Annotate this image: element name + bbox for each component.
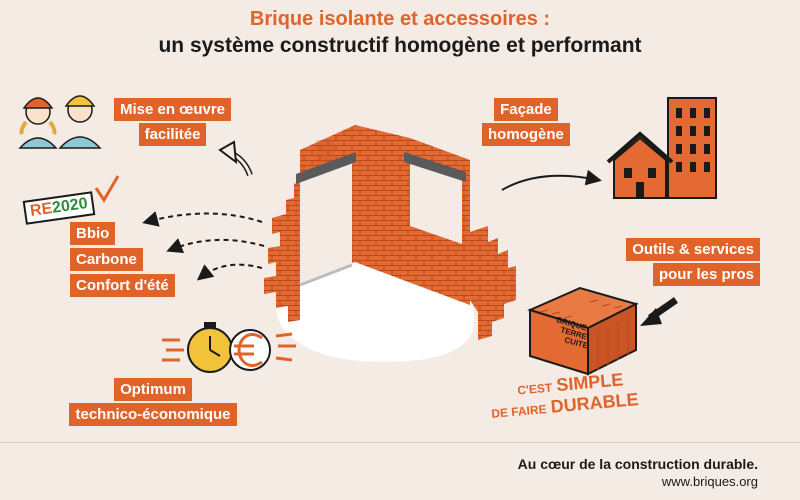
re2020-badge-re: RE	[29, 200, 54, 220]
label-optimum: Optimum technico-économique	[60, 378, 246, 426]
curved-arrow-icon	[218, 140, 253, 177]
footer-divider	[0, 442, 800, 443]
label-facade-line1: Façade	[494, 98, 558, 121]
door-opening	[296, 152, 356, 287]
label-optimum-line2: technico-économique	[69, 403, 237, 426]
brick-block-icon: BRIQUE TERRE CUITE	[527, 286, 639, 376]
label-confort: Confort d'été	[70, 274, 175, 297]
label-bbio: Bbio	[70, 222, 116, 245]
arrow-to-buildings	[501, 169, 602, 191]
euro-icon	[229, 329, 296, 371]
stopwatch-icon	[162, 322, 233, 373]
buildings-icon	[606, 97, 717, 199]
slogan-pre1: C'EST	[516, 380, 553, 398]
label-outils-line1: Outils & services	[626, 238, 760, 261]
label-outils-line2: pour les pros	[652, 263, 760, 286]
label-mise-line1: Mise en œuvre	[114, 98, 232, 121]
label-facade-line2: homogène	[482, 123, 570, 146]
re2020-badge-year: 2020	[51, 195, 89, 217]
label-optimum-line1: Optimum	[114, 378, 192, 401]
footer-tagline: Au cœur de la construction durable.	[517, 456, 758, 472]
check-icon	[94, 175, 120, 203]
label-facade: Façade homogène	[482, 98, 570, 146]
label-outils: Outils & services pour les pros	[580, 238, 760, 286]
label-mise-line2: facilitée	[138, 123, 207, 146]
label-mise-en-oeuvre: Mise en œuvre facilitée	[114, 98, 232, 146]
page-title: Brique isolante et accessoires :	[249, 8, 551, 30]
workers-icon	[18, 95, 102, 149]
slogan-pre2: DE FAIRE	[490, 402, 548, 421]
footer-website-link[interactable]: www.briques.org	[661, 474, 758, 489]
label-carbone: Carbone	[70, 248, 143, 271]
page-subtitle: un système constructif homogène et perfo…	[158, 34, 642, 57]
brick-wall-back	[355, 125, 516, 340]
dashed-arrows	[142, 211, 265, 281]
arrow-to-brick	[640, 297, 678, 326]
